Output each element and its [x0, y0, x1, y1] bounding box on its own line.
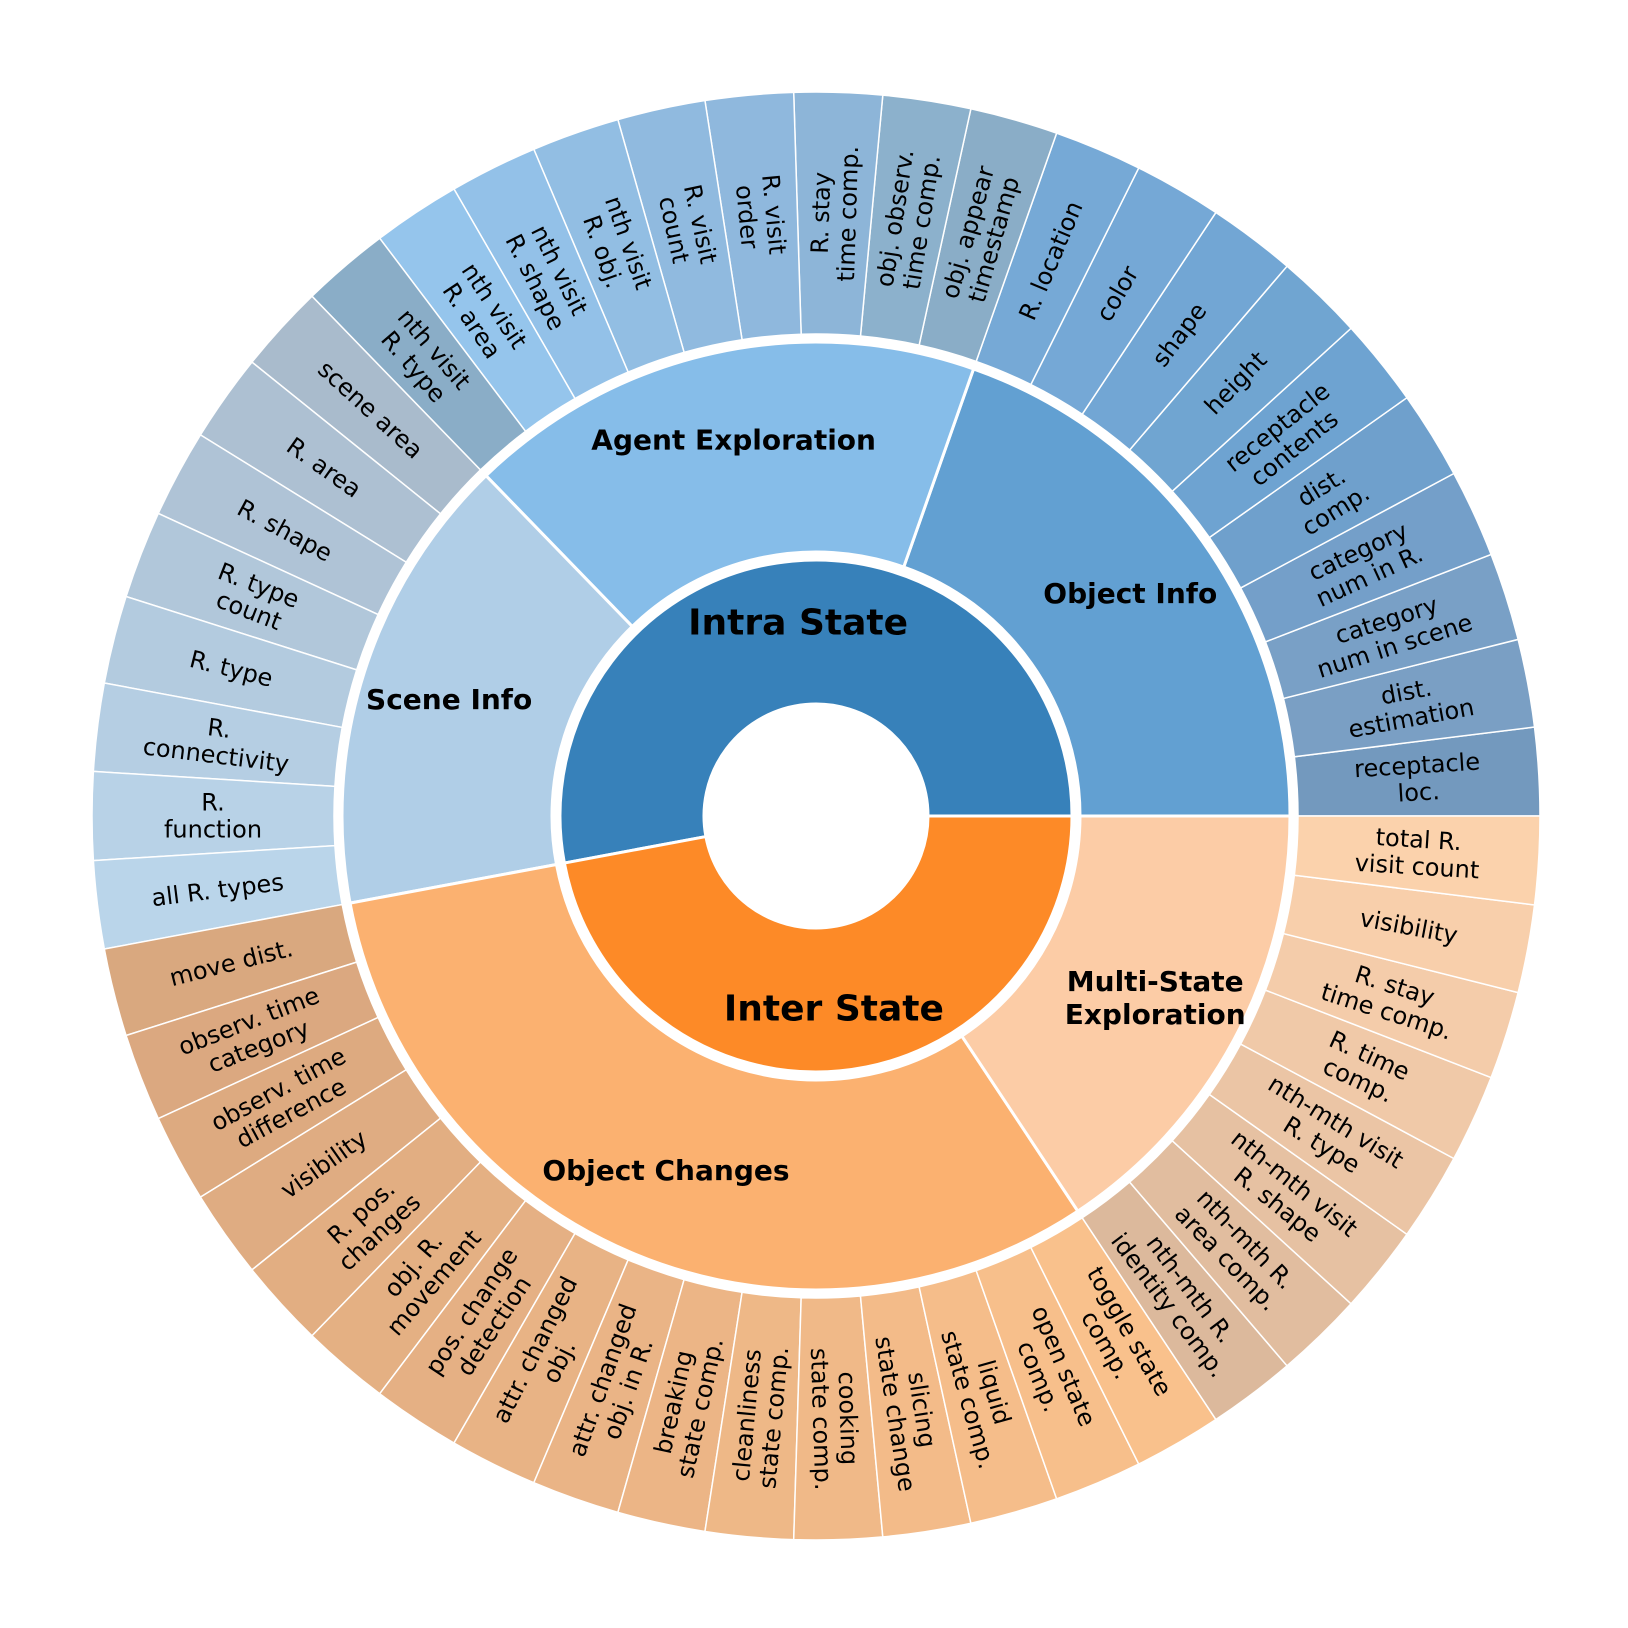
leaf-label-obj-observ-time-comp: obj. observ.time comp.: [871, 147, 947, 293]
subcategory-segment-object-changes: [348, 862, 1080, 1292]
subcategory-label-scene-info: Scene Info: [366, 683, 532, 716]
category-segment-inter-state: [562, 814, 1074, 1074]
category-segment-intra-state: [558, 558, 1074, 865]
leaf-segment-total-r-visit-count: [1293, 815, 1541, 906]
leaf-label-r-visit-count: R. visitcount: [652, 182, 723, 272]
subcategory-segment-agent-exploration: [483, 340, 976, 629]
leaf-label-r-function: R.function: [164, 789, 262, 844]
leaf-label-r-visit-order: R. visitorder: [729, 173, 791, 258]
subcategory-segment-scene-info: [340, 473, 635, 905]
leaf-label-cleanliness-state-comp: cleanlinessstate comp.: [726, 1343, 794, 1490]
subcategory-segment-multi-state-exploration: [959, 814, 1292, 1214]
subcategory-segment-object-info: [901, 367, 1292, 818]
leaf-label-cooking-state-comp: cookingstate comp.: [805, 1347, 864, 1491]
subcategory-label-object-info: Object Info: [1043, 577, 1217, 610]
leaf-label-r-stay-time-comp: R. staytime comp.: [805, 144, 864, 282]
subcategory-label-object-changes: Object Changes: [542, 1154, 789, 1187]
category-label-inter-state: Inter State: [724, 989, 944, 1030]
category-label-intra-state: Intra State: [688, 602, 908, 643]
subcategory-label-agent-exploration: Agent Exploration: [591, 423, 876, 456]
